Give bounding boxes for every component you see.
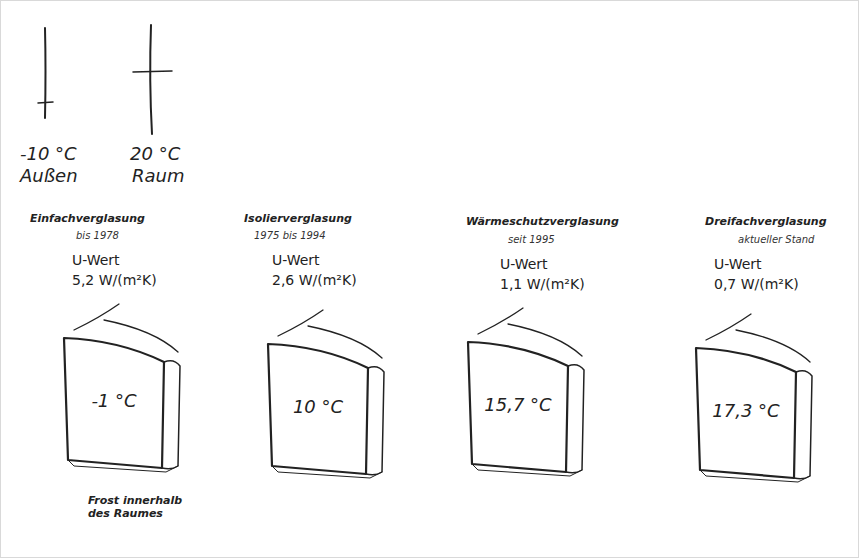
place-label: Außen — [20, 166, 78, 187]
pane-outline — [690, 310, 820, 485]
pane-bottom-edge — [700, 470, 810, 482]
place-label: Raum — [132, 166, 184, 187]
glass-pane: 15,7 °C — [462, 304, 592, 479]
pane-front-face — [64, 338, 164, 468]
surface-temperature: 15,7 °C — [468, 394, 568, 415]
pane-side-face — [794, 371, 812, 479]
pane-outline — [462, 304, 592, 479]
u-value-label: U-Wert — [72, 252, 120, 268]
outside-marker — [38, 102, 53, 103]
year-label: aktueller Stand — [738, 234, 814, 246]
year-label: bis 1978 — [76, 230, 119, 242]
surface-temperature: 10 °C — [268, 396, 368, 417]
pane-outline — [58, 300, 188, 475]
surface-temperature: 17,3 °C — [696, 400, 796, 421]
glass-pane: 17,3 °C — [690, 310, 820, 485]
u-value-label: U-Wert — [272, 252, 320, 268]
temperature-label: -10 °C — [20, 144, 77, 165]
pane-side-face — [162, 361, 180, 469]
pane-bottom-edge — [68, 460, 178, 472]
pane-front-face — [468, 342, 568, 472]
room-thermometer — [150, 25, 152, 134]
glazing-heading: Dreifachverglasung — [705, 216, 827, 229]
pane-bottom-edge — [472, 464, 582, 476]
pane-top-arc — [706, 314, 810, 362]
pane-top-arc — [478, 308, 582, 356]
u-value: 1,1 W/(m²K) — [500, 276, 585, 292]
u-value-label: U-Wert — [714, 256, 762, 272]
glass-pane: -1 °C — [58, 300, 188, 475]
pane-top-arc — [278, 310, 382, 358]
u-value-label: U-Wert — [500, 256, 548, 272]
year-label: seit 1995 — [508, 234, 555, 246]
glazing-heading: Einfachverglasung — [30, 213, 145, 226]
pane-side-face — [366, 367, 384, 475]
u-value: 2,6 W/(m²K) — [272, 272, 357, 288]
outside-thermometer — [44, 28, 47, 118]
glazing-heading: Wärmeschutzverglasung — [466, 216, 619, 229]
frost-note: Frost innerhalb des Raumes — [88, 495, 188, 520]
room-marker — [133, 71, 172, 72]
glass-pane: 10 °C — [262, 306, 392, 481]
pane-outline — [262, 306, 392, 481]
pane-front-face — [696, 348, 796, 478]
u-value: 5,2 W/(m²K) — [72, 272, 157, 288]
u-value: 0,7 W/(m²K) — [714, 276, 799, 292]
glazing-heading: Isolierverglasung — [244, 213, 352, 226]
pane-front-face — [268, 344, 368, 474]
pane-side-face — [566, 365, 584, 473]
year-label: 1975 bis 1994 — [254, 230, 326, 242]
surface-temperature: -1 °C — [64, 390, 164, 411]
pane-bottom-edge — [272, 466, 382, 478]
temperature-label: 20 °C — [130, 144, 180, 165]
pane-top-arc — [74, 304, 178, 352]
